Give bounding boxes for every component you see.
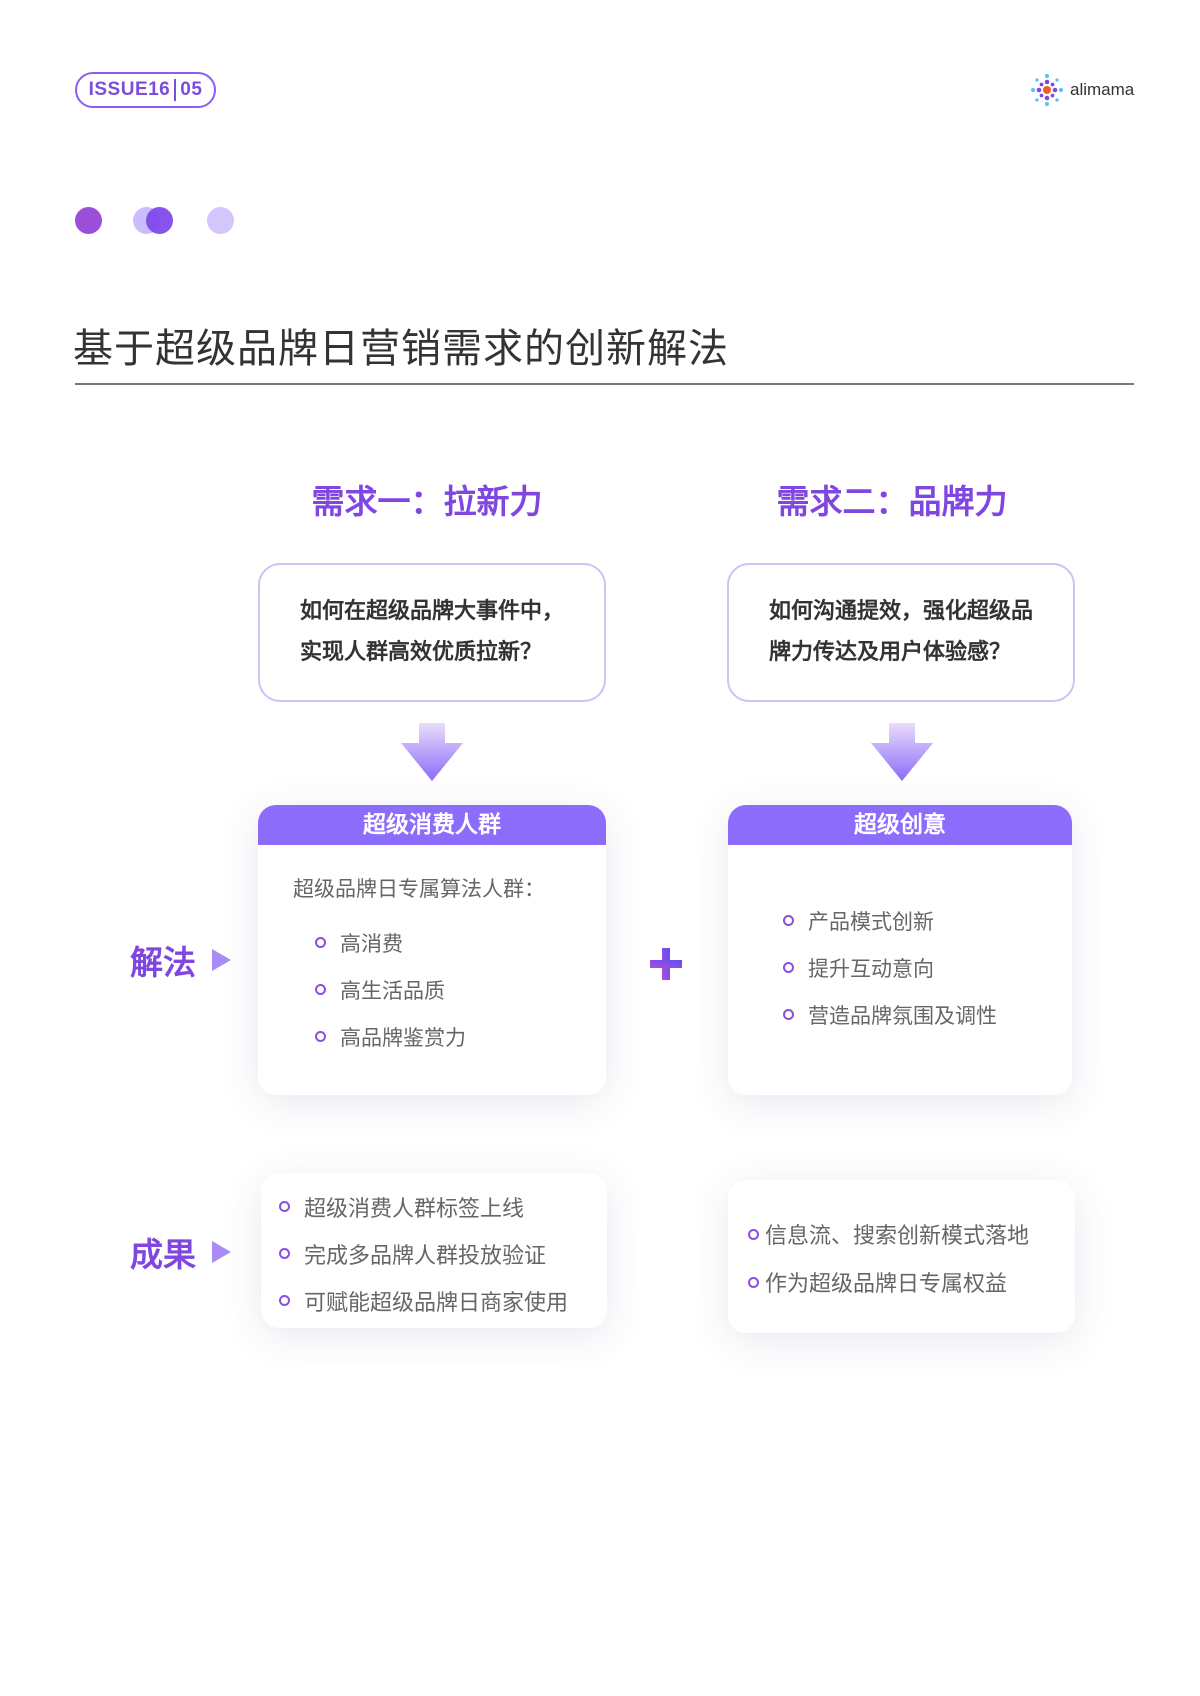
- heading-demand-2: 需求二：品牌力: [776, 482, 1008, 521]
- results-card-1: 超级消费人群标签上线 完成多品牌人群投放验证 可赋能超级品牌日商家使用: [261, 1173, 607, 1328]
- list-item: 高消费: [315, 919, 606, 966]
- list-item: 作为超级品牌日专属权益: [748, 1258, 1075, 1306]
- row-label-results-text: 成果: [130, 1235, 196, 1274]
- solution-intro: 超级品牌日专属算法人群：: [293, 877, 545, 901]
- list-item: 高品牌鉴赏力: [315, 1013, 606, 1060]
- alimama-logo-icon: [1031, 74, 1063, 106]
- triangle-right-icon: [212, 949, 231, 971]
- arrow-down-icon: [401, 723, 463, 781]
- heading-demand-1: 需求一：拉新力: [311, 482, 543, 521]
- question-box-1: 如何在超级品牌大事件中， 实现人群高效优质拉新？: [258, 563, 606, 702]
- solution-card-2: 超级创意 产品模式创新 提升互动意向 营造品牌氛围及调性: [728, 805, 1072, 1095]
- triangle-right-icon: [212, 1241, 231, 1263]
- plus-icon: [650, 948, 682, 980]
- decor-dot-2b: [146, 207, 173, 234]
- brand-name: alimama: [1070, 80, 1135, 99]
- list-item: 产品模式创新: [783, 897, 1072, 944]
- list-item: 可赋能超级品牌日商家使用: [279, 1277, 607, 1324]
- title-divider: [75, 383, 1134, 385]
- bullet-circle-icon: [783, 1009, 794, 1020]
- solution-card-1: 超级消费人群 超级品牌日专属算法人群： 高消费 高生活品质 高品牌鉴赏力: [258, 805, 606, 1095]
- page-title: 基于超级品牌日营销需求的创新解法: [73, 326, 729, 372]
- bullet-circle-icon: [279, 1248, 290, 1259]
- bullet-circle-icon: [748, 1228, 759, 1240]
- bullet-circle-icon: [315, 984, 326, 995]
- solution-card-title: 超级消费人群: [258, 805, 606, 845]
- row-label-results: 成果: [130, 1228, 231, 1276]
- issue-badge: ISSUE16 05: [75, 72, 216, 108]
- list-item: 营造品牌氛围及调性: [783, 991, 1072, 1038]
- badge-divider: [174, 79, 177, 101]
- brand-logo: alimama: [1030, 72, 1134, 108]
- list-item: 高生活品质: [315, 966, 606, 1013]
- list-item: 完成多品牌人群投放验证: [279, 1230, 607, 1277]
- decor-dot-1: [75, 207, 102, 234]
- bullet-circle-icon: [315, 937, 326, 948]
- list-item: 超级消费人群标签上线: [279, 1183, 607, 1230]
- issue-label: ISSUE16: [88, 79, 171, 100]
- question-line: 实现人群高效优质拉新？: [300, 640, 543, 665]
- arrow-down-icon: [871, 723, 933, 781]
- bullet-circle-icon: [783, 915, 794, 926]
- row-label-solution: 解法: [130, 936, 231, 984]
- question-line: 牌力传达及用户体验感？: [769, 640, 1012, 665]
- question-line: 如何沟通提效，强化超级品: [769, 599, 1034, 624]
- bullet-circle-icon: [279, 1295, 290, 1306]
- bullet-circle-icon: [315, 1031, 326, 1042]
- solution-card-title: 超级创意: [728, 805, 1072, 845]
- bullet-circle-icon: [783, 962, 794, 973]
- results-card-2: 信息流、搜索创新模式落地 作为超级品牌日专属权益: [728, 1180, 1075, 1333]
- list-item: 提升互动意向: [783, 944, 1072, 991]
- bullet-circle-icon: [279, 1201, 290, 1212]
- list-item: 信息流、搜索创新模式落地: [748, 1210, 1075, 1258]
- question-line: 如何在超级品牌大事件中，: [300, 599, 565, 624]
- question-box-2: 如何沟通提效，强化超级品 牌力传达及用户体验感？: [727, 563, 1075, 702]
- row-label-solution-text: 解法: [130, 943, 196, 982]
- decor-dot-3: [207, 207, 234, 234]
- bullet-circle-icon: [748, 1276, 759, 1288]
- page-number: 05: [180, 79, 203, 100]
